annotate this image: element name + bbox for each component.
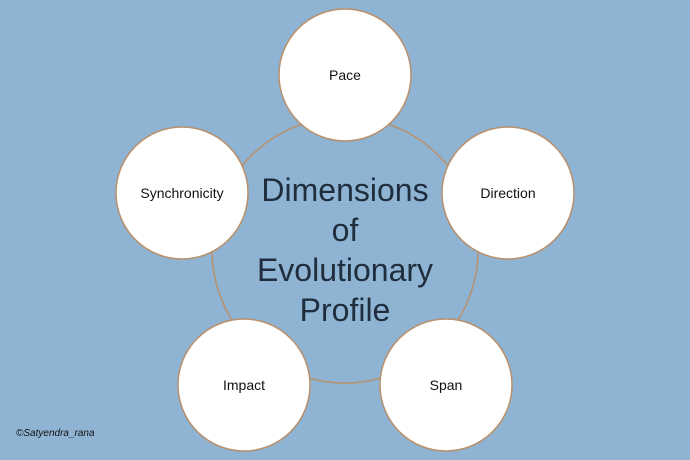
node-circle-span: [379, 318, 513, 452]
copyright-credit: ©Satyendra_rana: [16, 428, 95, 439]
node-label-pace: Pace: [329, 67, 361, 83]
title-line: Dimensions: [261, 172, 429, 208]
title-line: of: [331, 212, 359, 248]
title-line: Profile: [299, 292, 391, 328]
node-label-impact: Impact: [222, 377, 265, 393]
node-circle-synchronicity: [115, 126, 249, 260]
node-circle-impact: [177, 318, 311, 452]
node-circle-direction: [441, 126, 575, 260]
node-circle-pace: [278, 8, 412, 142]
title-line: Evolutionary: [256, 252, 434, 288]
center-title: Dimensions of Evolutionary Profile: [215, 170, 475, 330]
node-label-direction: Direction: [480, 185, 536, 201]
node-label-synchronicity: Synchronicity: [140, 185, 224, 201]
node-label-span: Span: [429, 377, 463, 393]
